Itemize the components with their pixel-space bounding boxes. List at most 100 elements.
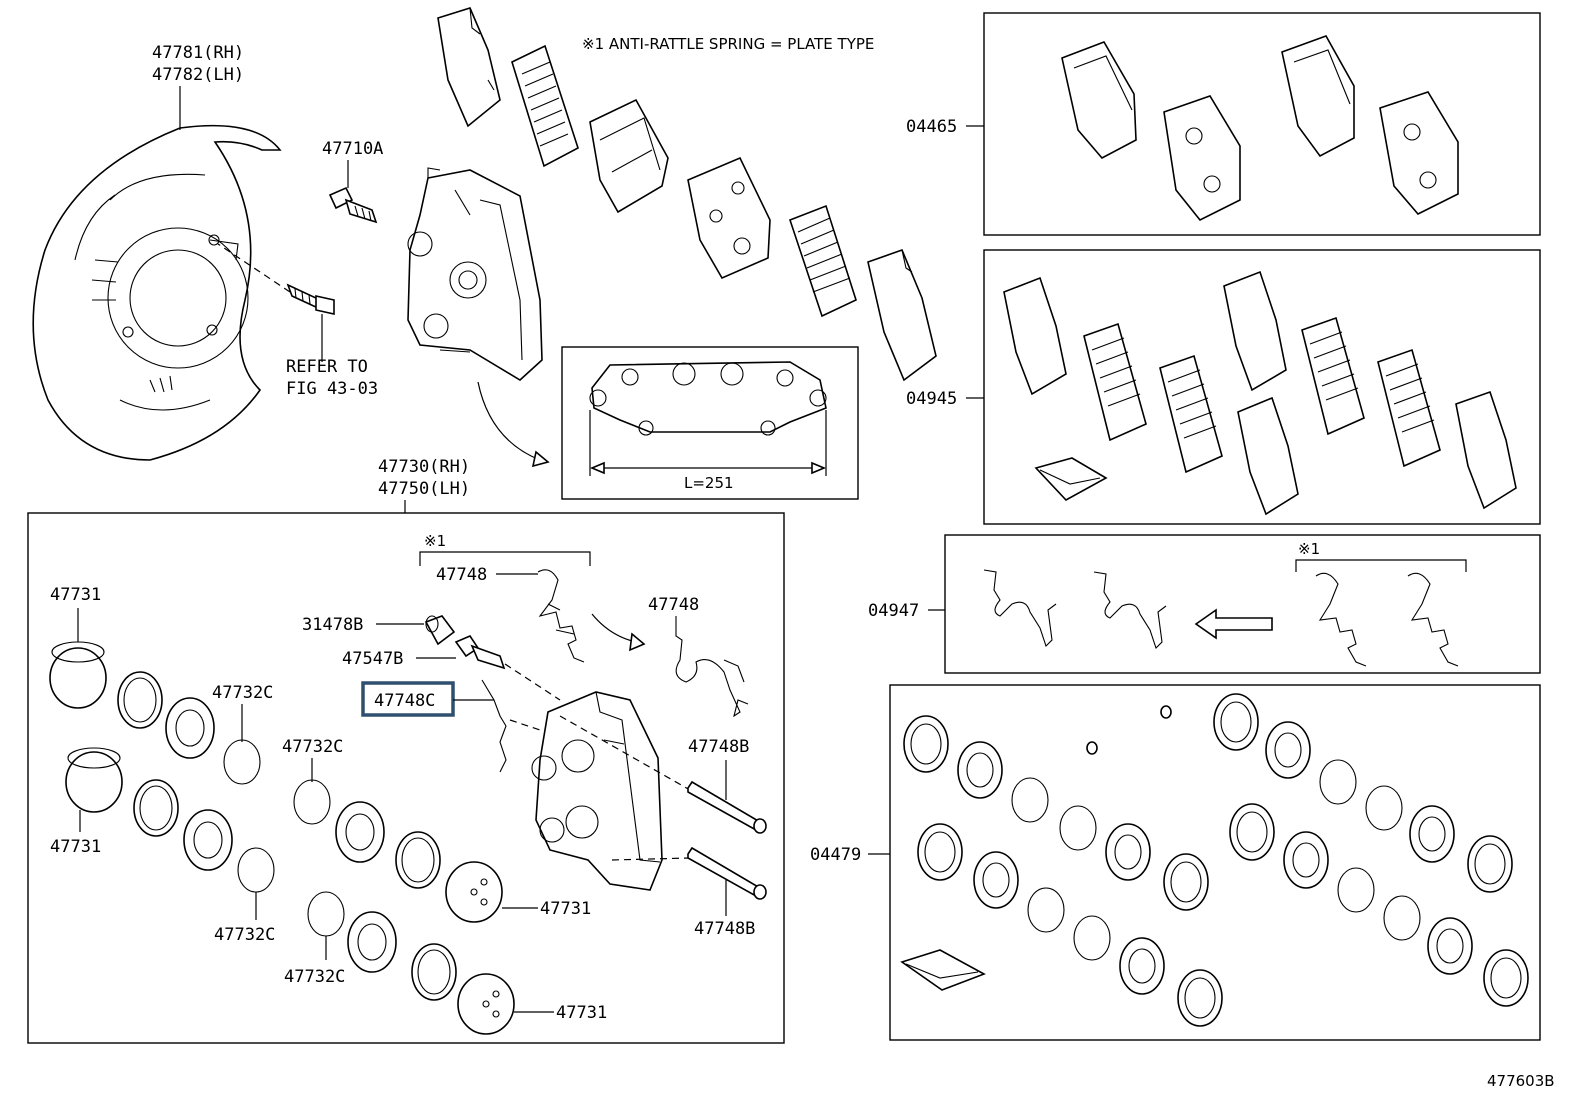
label-04479: 04479 [810,845,861,865]
label-47732c-3: 47732C [282,737,343,757]
mark1-bracket-left [419,551,591,566]
refer-line2: FIG 43-03 [286,379,378,399]
label-04465: 04465 [906,117,957,137]
shim-top-2 [789,204,857,318]
arrow-head-dimension [531,450,550,468]
seal-2 [133,779,179,837]
label-47731-1: 47731 [50,585,101,605]
kit-04947-wire-1 [983,569,1057,648]
seal-4-inner [417,949,451,995]
dust-cover-part [32,124,282,461]
kit-04945-shim-4 [1377,348,1441,468]
pad-top-3 [867,248,937,382]
mark1-left: ※1 [424,532,446,550]
bolt-47710a-part [328,186,378,224]
dim-arrow-right [811,461,827,475]
kit-04465-pad-1 [1061,41,1137,160]
mark1-right: ※1 [1298,540,1320,558]
boot-2-inner [193,821,223,859]
caliper-top-part [407,167,543,381]
dash-pin-1 [559,715,691,791]
pad-top-1 [437,7,501,128]
clip-47748c [481,679,507,773]
label-47732c-1: 47732C [212,683,273,703]
dim-arrow-left [589,461,605,475]
dash-bleeder [504,663,561,701]
kit-04945-pad-3 [1237,396,1299,516]
kit-04465-pad-2 [1281,35,1355,158]
label-47731-2: 47731 [50,837,101,857]
kit-04945-pad-2 [1223,270,1287,392]
seal-2-inner [139,785,173,831]
label-47781: 47781(RH) [152,43,244,63]
spring-wire-47748 [675,616,749,718]
dash-clip [509,719,541,731]
label-31478b: 31478B [302,615,363,635]
arrow-head-spring [629,632,646,652]
label-04947: 04947 [868,601,919,621]
boot-1-inner [175,709,205,747]
kit-04479-box [889,684,1541,1041]
label-47748b-2: 47748B [694,919,755,939]
label-47750: 47750(LH) [378,479,470,499]
kit-04465-box [983,12,1541,236]
kit-04465-plate-1 [1163,95,1241,222]
pin-47748b-2 [687,846,767,900]
kit-04945-box [983,249,1541,525]
boot-3-inner [345,813,375,851]
label-47748b-1: 47748B [688,737,749,757]
dimension-label: L=251 [684,474,734,492]
piston-47731-2 [65,747,123,813]
spring-plate-47748 [537,569,585,663]
label-47732c-2: 47732C [214,925,275,945]
mark1-bracket-right [1295,559,1467,572]
caliper-dimension-box [561,346,859,500]
piston-47731-1 [49,641,107,709]
arrow-spring-change [591,613,637,643]
boot-3 [335,801,385,863]
kit-04945-shim-3 [1301,316,1365,436]
ring-47732c-2 [237,847,275,893]
label-04945: 04945 [906,389,957,409]
kit-04479-caps [1086,705,1172,755]
pin-47748b-1 [687,780,767,834]
kit-04947-plate-2 [1407,572,1459,667]
seal-1 [117,671,163,729]
arrow-to-dimension [477,381,541,461]
kit-04465-plate-2 [1379,91,1459,215]
caliper-body-part [531,691,663,891]
kit-04945-pad-4 [1455,390,1517,510]
seal-3-inner [401,837,435,883]
boot-4-inner [357,923,387,961]
highlight-box-47748c[interactable] [361,681,455,717]
kit-04945-shim-2 [1159,354,1223,474]
anti-rattle-note: ※1 ANTI-RATTLE SPRING = PLATE TYPE [582,35,874,53]
kit-04945-grease [1034,457,1108,502]
piston-47731-3 [445,861,503,923]
label-47731-3: 47731 [540,899,591,919]
kit-04945-shim-1 [1083,322,1147,442]
label-47748-right: 47748 [648,595,699,615]
dash-screw-to-cover [217,243,291,293]
label-47732c-4: 47732C [284,967,345,987]
kit-04945-pad-1 [1003,276,1067,396]
bleeder-47547b [454,635,506,670]
plate-top-1 [687,156,771,280]
caliper-assembly-box [27,512,785,1044]
seal-3 [395,831,441,889]
seal-1-inner [123,677,157,723]
kit-04479-seals [903,693,1529,1027]
kit-04947-plate-1 [1315,572,1367,667]
label-47730: 47730(RH) [378,457,470,477]
pad-top-2 [589,98,669,214]
label-47748-top: 47748 [436,565,487,585]
dash-pin-2 [611,857,691,861]
boot-2 [183,809,233,871]
caliper-side-view [589,361,827,436]
cap-31478b [424,615,456,646]
label-47547b: 47547B [342,649,403,669]
boot-4 [347,911,397,973]
ring-47732c-1 [223,739,261,785]
ring-47732c-3 [293,779,331,825]
